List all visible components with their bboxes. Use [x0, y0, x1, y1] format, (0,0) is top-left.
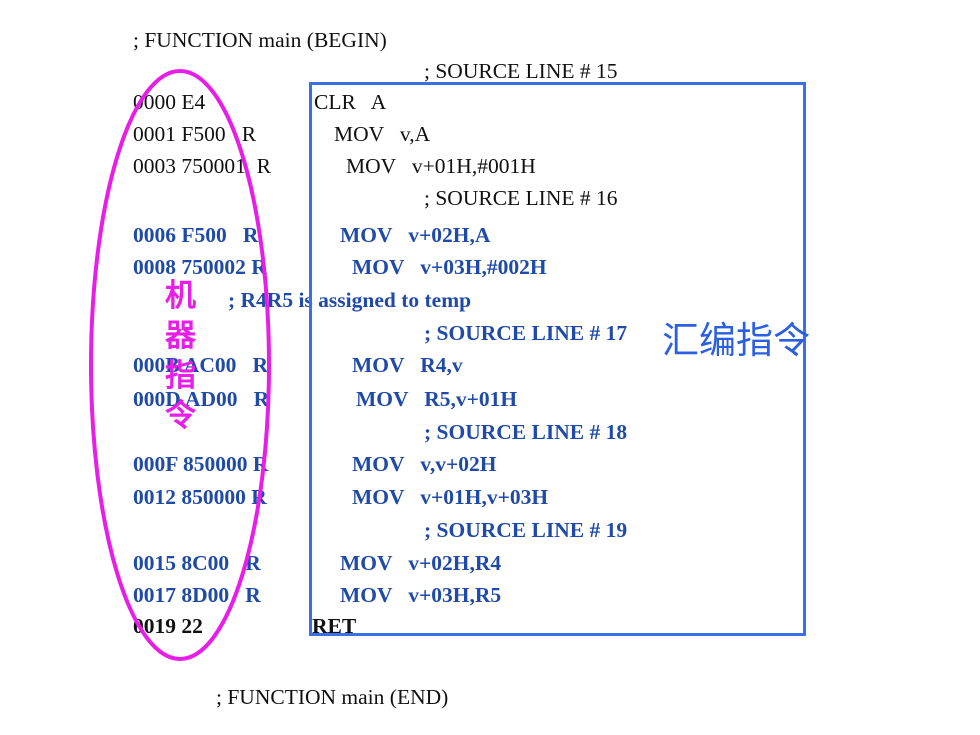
op: MOV [352, 255, 405, 279]
listing-row: MOV v+02H,R4 [340, 550, 501, 576]
op: MOV [352, 452, 405, 476]
reloc: R [256, 154, 271, 178]
bytes: 750002 [181, 255, 246, 279]
listing-row: MOV R4,v [352, 352, 463, 378]
op: MOV [352, 485, 405, 509]
bytes: 850000 [182, 452, 248, 476]
listing-row: 0012 850000 R [133, 484, 267, 510]
bytes: 22 [181, 614, 203, 638]
bytes: E4 [181, 90, 206, 114]
function-begin: ; FUNCTION main (BEGIN) [133, 28, 387, 52]
listing-row: ; SOURCE LINE # 17 [424, 320, 627, 346]
assembly-highlight-box [309, 82, 806, 636]
bytes: AD00 [184, 387, 238, 411]
listing-row: 0003 750001 R [133, 153, 271, 179]
comment: ; SOURCE LINE # 16 [424, 186, 618, 210]
addr: 0008 [133, 255, 176, 279]
machine-code-label-char: 器 [165, 318, 196, 354]
args: v,A [399, 122, 431, 146]
listing-row: MOV v+01H,#001H [346, 153, 536, 179]
args: v+01H,#001H [411, 154, 536, 178]
args: v+01H,v+03H [420, 485, 549, 509]
function-end: ; FUNCTION main (END) [216, 685, 449, 709]
listing-row: MOV v+03H,R5 [340, 582, 501, 608]
addr: 0001 [133, 122, 176, 146]
reloc: R [245, 583, 261, 607]
reloc: R [252, 353, 269, 377]
bytes: 8D00 [181, 583, 230, 607]
listing-row: ; SOURCE LINE # 16 [424, 185, 618, 211]
bytes: 850000 [181, 485, 246, 509]
listing-row: 0017 8D00 R [133, 582, 261, 608]
listing-row: MOV v+02H,A [340, 222, 490, 248]
listing-row: MOV R5,v+01H [356, 386, 517, 412]
comment: ; SOURCE LINE # 15 [424, 59, 618, 83]
listing-row: MOV v,v+02H [352, 451, 496, 477]
args: v+03H,#002H [420, 255, 547, 279]
reloc: R [242, 223, 259, 247]
comment: ; SOURCE LINE # 17 [424, 321, 628, 345]
listing-row: ; SOURCE LINE # 18 [424, 419, 627, 445]
args: v+02H,R4 [408, 551, 502, 575]
listing-row: 000F 850000 R [133, 451, 268, 477]
bytes: 8C00 [181, 551, 230, 575]
args: A [370, 90, 387, 114]
args: v,v+02H [420, 452, 497, 476]
op: MOV [346, 154, 396, 178]
args: R4,v [420, 353, 463, 377]
op: MOV [340, 551, 393, 575]
reloc: R [241, 122, 257, 146]
reloc: R [253, 387, 270, 411]
op: MOV [352, 353, 405, 377]
machine-code-label-char: 指 [165, 358, 196, 394]
machine-code-label-char: 机 [165, 278, 196, 314]
comment: ; SOURCE LINE # 18 [424, 420, 628, 444]
args: v+03H,R5 [408, 583, 502, 607]
addr: 0012 [133, 485, 176, 509]
op: MOV [356, 387, 409, 411]
op: CLR [314, 90, 356, 114]
listing-row: ; SOURCE LINE # 19 [424, 517, 627, 543]
addr: 0006 [133, 223, 176, 247]
bytes: AC00 [183, 353, 237, 377]
listing-row: CLR A [314, 89, 386, 115]
addr: 000B [133, 353, 180, 377]
op: MOV [340, 583, 393, 607]
listing-row: 000B AC00 R [133, 352, 268, 378]
listing-row: MOV v+03H,#002H [352, 254, 547, 280]
listing-row: MOV v+01H,v+03H [352, 484, 548, 510]
args: R5,v+01H [424, 387, 518, 411]
machine-code-label-char: 令 [165, 398, 196, 434]
bytes: 750001 [181, 154, 246, 178]
comment: ; SOURCE LINE # 19 [424, 518, 628, 542]
args: v+02H,A [408, 223, 491, 247]
op: MOV [340, 223, 393, 247]
bytes: F500 [181, 122, 226, 146]
addr: 0003 [133, 154, 176, 178]
op: MOV [334, 122, 384, 146]
addr: 000D [133, 387, 181, 411]
addr: 0017 [133, 583, 176, 607]
listing-row: ; SOURCE LINE # 15 [424, 58, 618, 84]
assembly-label: 汇编指令 [662, 319, 810, 362]
listing-row: 0015 8C00 R [133, 550, 261, 576]
addr: 0015 [133, 551, 176, 575]
listing-row: MOV v,A [334, 121, 430, 147]
listing-row: 0006 F500 R [133, 222, 258, 248]
bytes: F500 [181, 223, 227, 247]
addr: 000F [133, 452, 178, 476]
listing-row: 0001 F500 R [133, 121, 256, 147]
listing-row: 000D AD00 R [133, 386, 269, 412]
